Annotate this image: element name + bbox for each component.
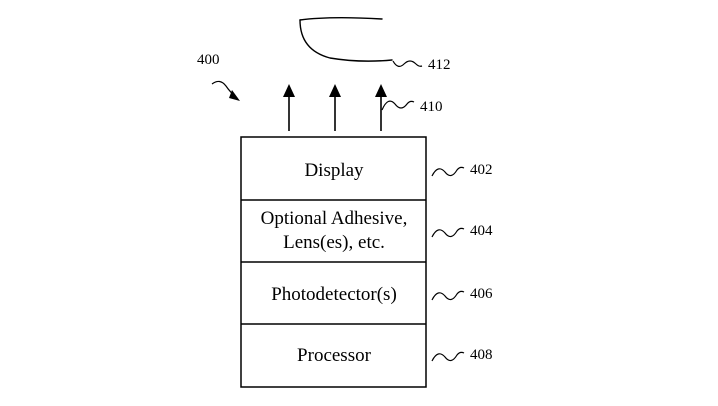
leader-412	[392, 60, 423, 67]
layer-adhesive-label-line1: Optional Adhesive,	[261, 208, 408, 229]
ref-402-label: 402	[470, 162, 493, 178]
light-arrow	[283, 84, 295, 131]
figure-ref-arrowhead	[229, 90, 240, 101]
ref-404-label: 404	[470, 223, 493, 239]
layer-stack	[240, 136, 427, 388]
figure-ref-label: 400	[197, 52, 220, 68]
ref-412-label: 412	[428, 57, 451, 73]
layer-processor-label: Processor	[297, 345, 372, 366]
ref-408-label: 408	[470, 347, 493, 363]
light-arrow	[375, 84, 387, 131]
leader-404	[431, 227, 465, 238]
ref-410-label: 410	[420, 99, 443, 115]
finger-outline	[299, 17, 393, 62]
light-arrows	[283, 84, 387, 131]
layer-display-label: Display	[304, 160, 364, 181]
layer-adhesive-label-line2: Lens(es), etc.	[283, 232, 385, 253]
leader-406	[431, 290, 465, 301]
leader-410	[381, 100, 415, 111]
ref-406-label: 406	[470, 286, 493, 302]
light-arrow	[329, 84, 341, 131]
leader-402	[431, 166, 465, 177]
layer-photodetector-label: Photodetector(s)	[271, 284, 397, 305]
leader-408	[431, 351, 465, 362]
